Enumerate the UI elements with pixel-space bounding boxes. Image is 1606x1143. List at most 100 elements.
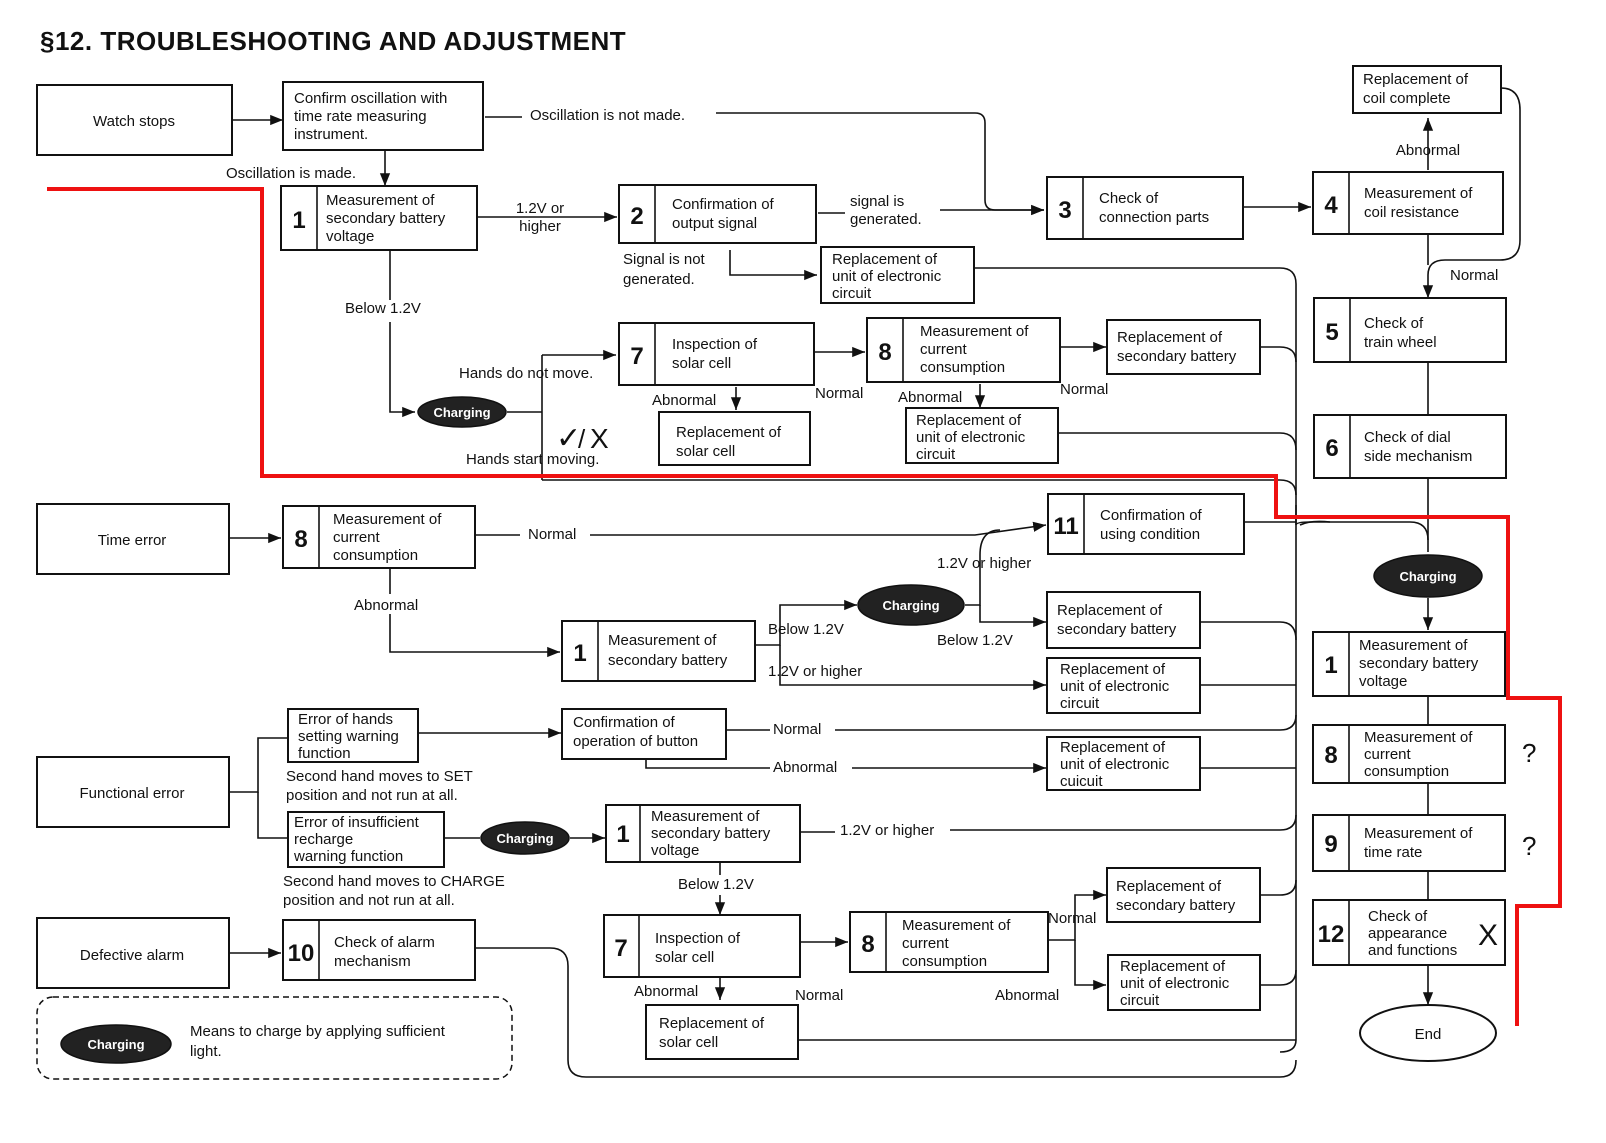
box-repl-unit-f2-line-1: Replacement of [1120, 958, 1226, 975]
step-number-11: 11 [1053, 513, 1078, 540]
box-step-8a-line-3: consumption [920, 359, 1005, 376]
charging-oval-a: Charging [417, 396, 507, 428]
step-number-r1: 1 [1324, 652, 1337, 679]
edge-below12-f: Below 1.2V [678, 876, 754, 893]
box-r12-line-3: and functions [1368, 942, 1457, 959]
box-step-2-line-2: output signal [672, 215, 757, 232]
box-replacement-unit-electronic-f2: Replacement of unit of electronic circui… [1107, 954, 1261, 1011]
box-step-8f-line-3: consumption [902, 953, 987, 970]
step-number-4: 4 [1324, 192, 1338, 219]
box-repl-batt-f-line-1: Replacement of [1116, 878, 1222, 895]
legend-charging-label: Charging [87, 1037, 144, 1052]
edge-second-charge-2: position and not run at all. [283, 892, 455, 909]
annotation-check-mark: ✓ [556, 422, 581, 455]
edge-v12-higher-a-2: higher [519, 218, 561, 235]
edge-normal-8a: Normal [815, 385, 863, 402]
box-err-hands-line-1: Error of hands [298, 711, 393, 728]
box-replacement-secondary-battery-t: Replacement of secondary battery [1046, 591, 1201, 649]
box-step-7-solar-cell-a: 7 Inspection of solar cell [618, 322, 815, 386]
box-right-step-8-current: 8 Measurement of current consumption [1312, 724, 1506, 784]
box-replacement-solar-cell-f: Replacement of solar cell [645, 1004, 799, 1060]
edge-below12-a: Below 1.2V [345, 300, 421, 317]
box-step-6-line-2: side mechanism [1364, 448, 1472, 465]
box-r12-line-1: Check of [1368, 908, 1428, 925]
edge-hands-start: Hands start moving. [466, 451, 599, 468]
edge-second-set-1: Second hand moves to SET [286, 768, 473, 785]
edge-abnormal-t: Abnormal [354, 597, 418, 614]
box-step-5-line-2: train wheel [1364, 334, 1437, 351]
edge-labels: Oscillation is not made. Oscillation is … [226, 107, 1498, 1004]
step-number-6: 6 [1325, 435, 1338, 462]
box-replacement-coil-line-2: coil complete [1363, 90, 1451, 107]
box-step-3-line-1: Check of [1099, 190, 1159, 207]
box-step-7f-line-2: solar cell [655, 949, 714, 966]
box-step-8t-line-3: consumption [333, 547, 418, 564]
edge-signal-not-gen-1: Signal is not [623, 251, 706, 268]
step-number-10: 10 [288, 940, 315, 967]
edge-normal-t: Normal [528, 526, 576, 543]
legend-text-line-2: light. [190, 1043, 222, 1060]
box-step-6-line-1: Check of dial [1364, 429, 1451, 446]
start-watch-stops: Watch stops [36, 84, 233, 156]
end-label: End [1415, 1026, 1442, 1043]
edge-abnormal-8f: Abnormal [995, 987, 1059, 1004]
box-confirm-oscillation-line-2: time rate measuring [294, 108, 427, 125]
connector-lines [229, 87, 1521, 1078]
box-step-11-line-2: using condition [1100, 526, 1200, 543]
box-repl-unit-f2-line-2: unit of electronic [1120, 975, 1230, 992]
box-step-1f-line-1: Measurement of [651, 808, 760, 825]
box-step-7-solar-cell-f: 7 Inspection of solar cell [603, 914, 801, 978]
box-confirm-oscillation-line-3: instrument. [294, 126, 368, 143]
annotation-cross-a: X [590, 423, 609, 454]
step-number-8-f: 8 [861, 931, 874, 958]
step-number-1-f: 1 [616, 821, 629, 848]
page-title: §12. TROUBLESHOOTING AND ADJUSTMENT [40, 26, 626, 56]
box-step-10-line-1: Check of alarm [334, 934, 435, 951]
start-functional-error: Functional error [36, 756, 230, 828]
box-step-8-current-consumption-t: 8 Measurement of current consumption [282, 505, 476, 569]
box-step-7a-line-1: Inspection of [672, 336, 758, 353]
box-replacement-secondary-battery-a: Replacement of secondary battery [1106, 319, 1261, 375]
box-step-8f-line-2: current [902, 935, 950, 952]
box-step-7a-line-2: solar cell [672, 355, 731, 372]
box-step-1-line-1: Measurement of [326, 192, 435, 209]
box-err-hands-line-3: function [298, 745, 351, 762]
charging-label-t: Charging [882, 598, 939, 613]
box-replacement-unit-electronic-a: Replacement of unit of electronic circui… [820, 246, 975, 304]
edge-hands-not-move: Hands do not move. [459, 365, 593, 382]
box-repl-unit-t-line-2: unit of electronic [1060, 678, 1170, 695]
edge-second-set-2: position and not run at all. [286, 787, 458, 804]
box-repl-unit-f2-line-3: circuit [1120, 992, 1160, 1009]
box-step-8t-line-1: Measurement of [333, 511, 442, 528]
edge-below12-t: Below 1.2V [768, 621, 844, 638]
start-time-error: Time error [36, 503, 230, 575]
start-time-error-label: Time error [98, 532, 167, 549]
start-defective-alarm-label: Defective alarm [80, 947, 184, 964]
step-number-8-t: 8 [294, 526, 307, 553]
box-repl-batt-f-line-2: secondary battery [1116, 897, 1236, 914]
box-repl-unit-a-line-2: unit of electronic [832, 268, 942, 285]
step-number-1-t: 1 [573, 640, 586, 667]
box-error-hands-setting: Error of hands setting warning function [287, 708, 419, 763]
box-repl-batt-a-line-1: Replacement of [1117, 329, 1223, 346]
box-step-1-battery-t: 1 Measurement of secondary battery [561, 620, 756, 682]
step-number-8-a: 8 [878, 339, 891, 366]
box-step-8f-line-1: Measurement of [902, 917, 1011, 934]
edge-osc-not-made: Oscillation is not made. [530, 107, 685, 124]
edge-below12-t2: Below 1.2V [937, 632, 1013, 649]
start-functional-error-label: Functional error [79, 785, 184, 802]
box-r8-line-1: Measurement of [1364, 729, 1473, 746]
annotation-slash: / [578, 424, 586, 454]
box-repl-unit-f-line-2: unit of electronic [1060, 756, 1170, 773]
box-step-1-line-2: secondary battery [326, 210, 446, 227]
charging-oval-right: Charging [1373, 554, 1483, 598]
box-step-7f-line-1: Inspection of [655, 930, 741, 947]
box-step-10-alarm-mechanism: 10 Check of alarm mechanism [282, 919, 476, 981]
box-right-step-12-appearance: 12 Check of appearance and functions [1312, 899, 1506, 966]
edge-normal-8a-out: Normal [1060, 381, 1108, 398]
box-repl-unit-f-line-1: Replacement of [1060, 739, 1166, 756]
annotation-question-2: ? [1522, 831, 1536, 861]
box-replacement-secondary-battery-f: Replacement of secondary battery [1106, 867, 1261, 923]
box-repl-unit-b-line-2: unit of electronic [916, 429, 1026, 446]
